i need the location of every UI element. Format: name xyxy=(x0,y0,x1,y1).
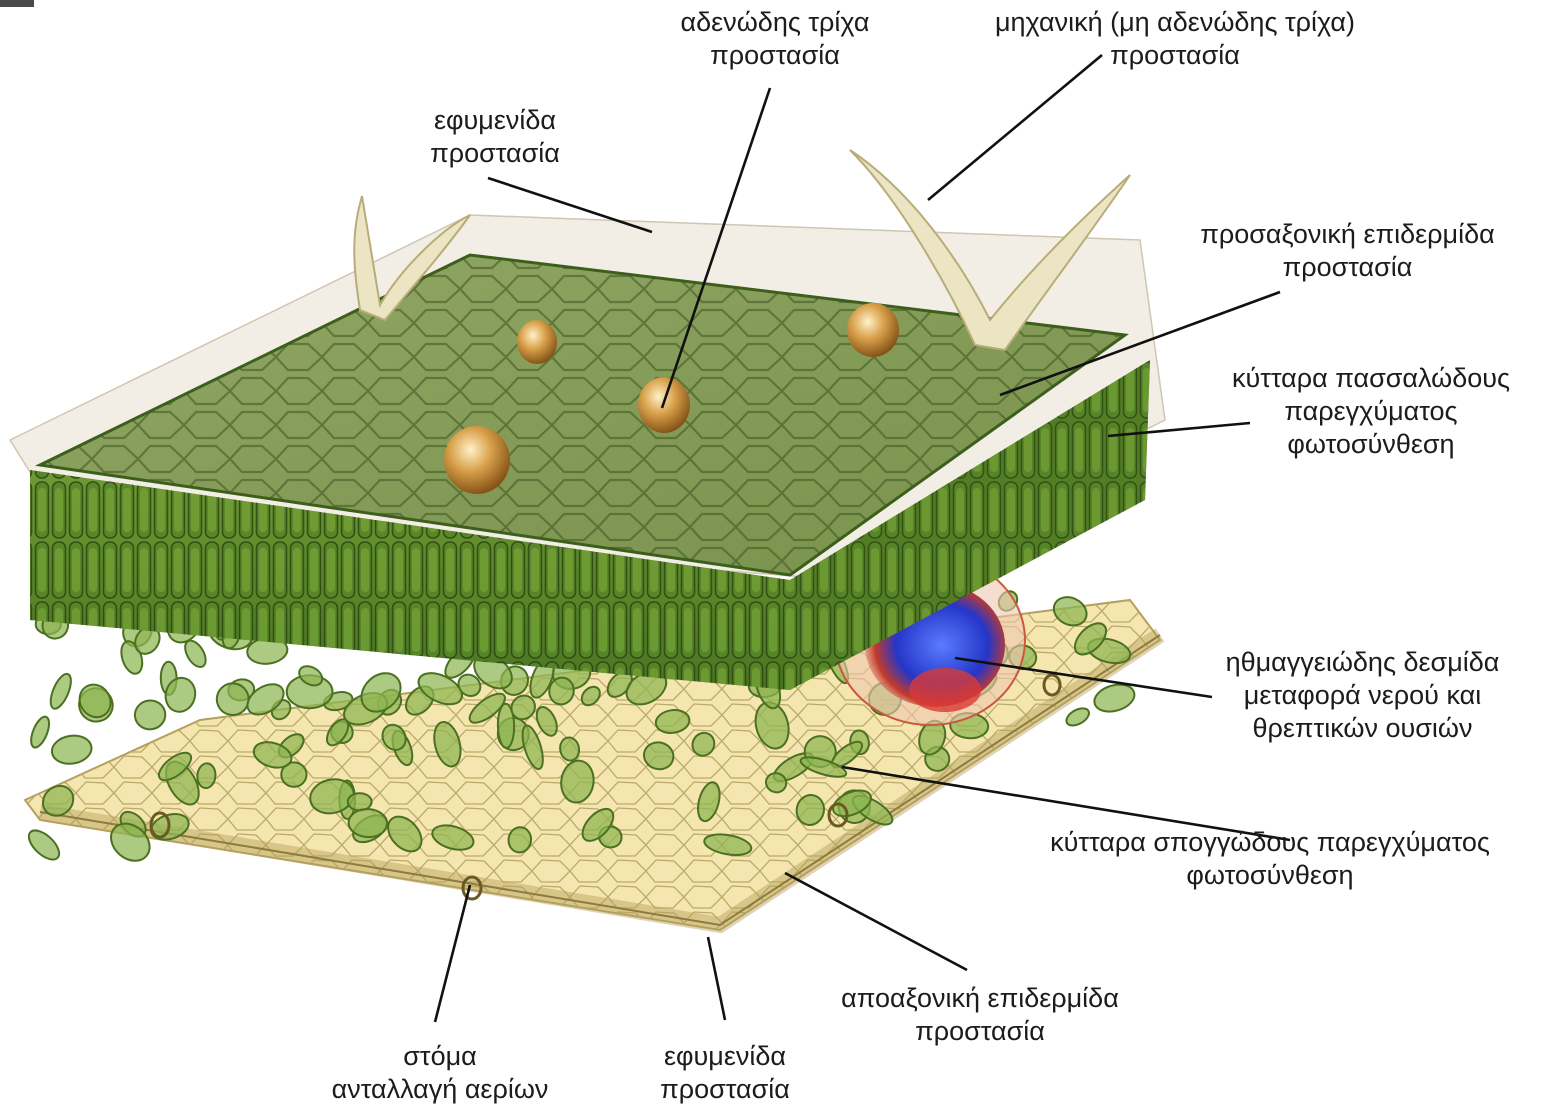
spongy-cell xyxy=(24,825,64,864)
spongy-cell xyxy=(348,793,372,810)
spongy-cell xyxy=(348,808,388,838)
label-spongy: κύτταρα σπογγώδους παρεγχύματος φωτοσύνθ… xyxy=(995,826,1545,892)
leader-lower-cuticle xyxy=(708,937,725,1020)
label-upper-cuticle: εφυμενίδα προστασία xyxy=(395,104,595,170)
label-glandular-trichome: αδενώδης τρίχα προστασία xyxy=(630,6,920,72)
spongy-cell xyxy=(47,671,76,711)
label-stoma: στόμα ανταλλαγή αερίων xyxy=(310,1040,570,1106)
label-mechanical-trichome: μηχανική (μη αδενώδης τρίχα) προστασία xyxy=(965,6,1385,72)
corner-mark xyxy=(0,0,34,7)
spongy-cell xyxy=(133,699,167,731)
leader-mechanical xyxy=(928,55,1102,200)
label-abaxial-epidermis: αποαξονική επιδερμίδα προστασία xyxy=(805,982,1155,1048)
spongy-cell xyxy=(73,679,116,723)
label-palisade: κύτταρα πασσαλώδους παρεγχύματος φωτοσύν… xyxy=(1195,362,1547,461)
label-vascular-bundle: ηθμαγγειώδης δεσμίδα μεταφορά νερού και … xyxy=(1175,646,1550,745)
spongy-cell xyxy=(50,733,94,767)
label-adaxial-epidermis: προσαξονική επιδερμίδα προστασία xyxy=(1160,218,1535,284)
spongy-cell xyxy=(27,714,52,750)
leader-stoma xyxy=(435,885,470,1022)
leader-abaxial xyxy=(785,873,967,970)
label-lower-cuticle: εφυμενίδα προστασία xyxy=(625,1040,825,1106)
spongy-cell xyxy=(1064,705,1092,729)
